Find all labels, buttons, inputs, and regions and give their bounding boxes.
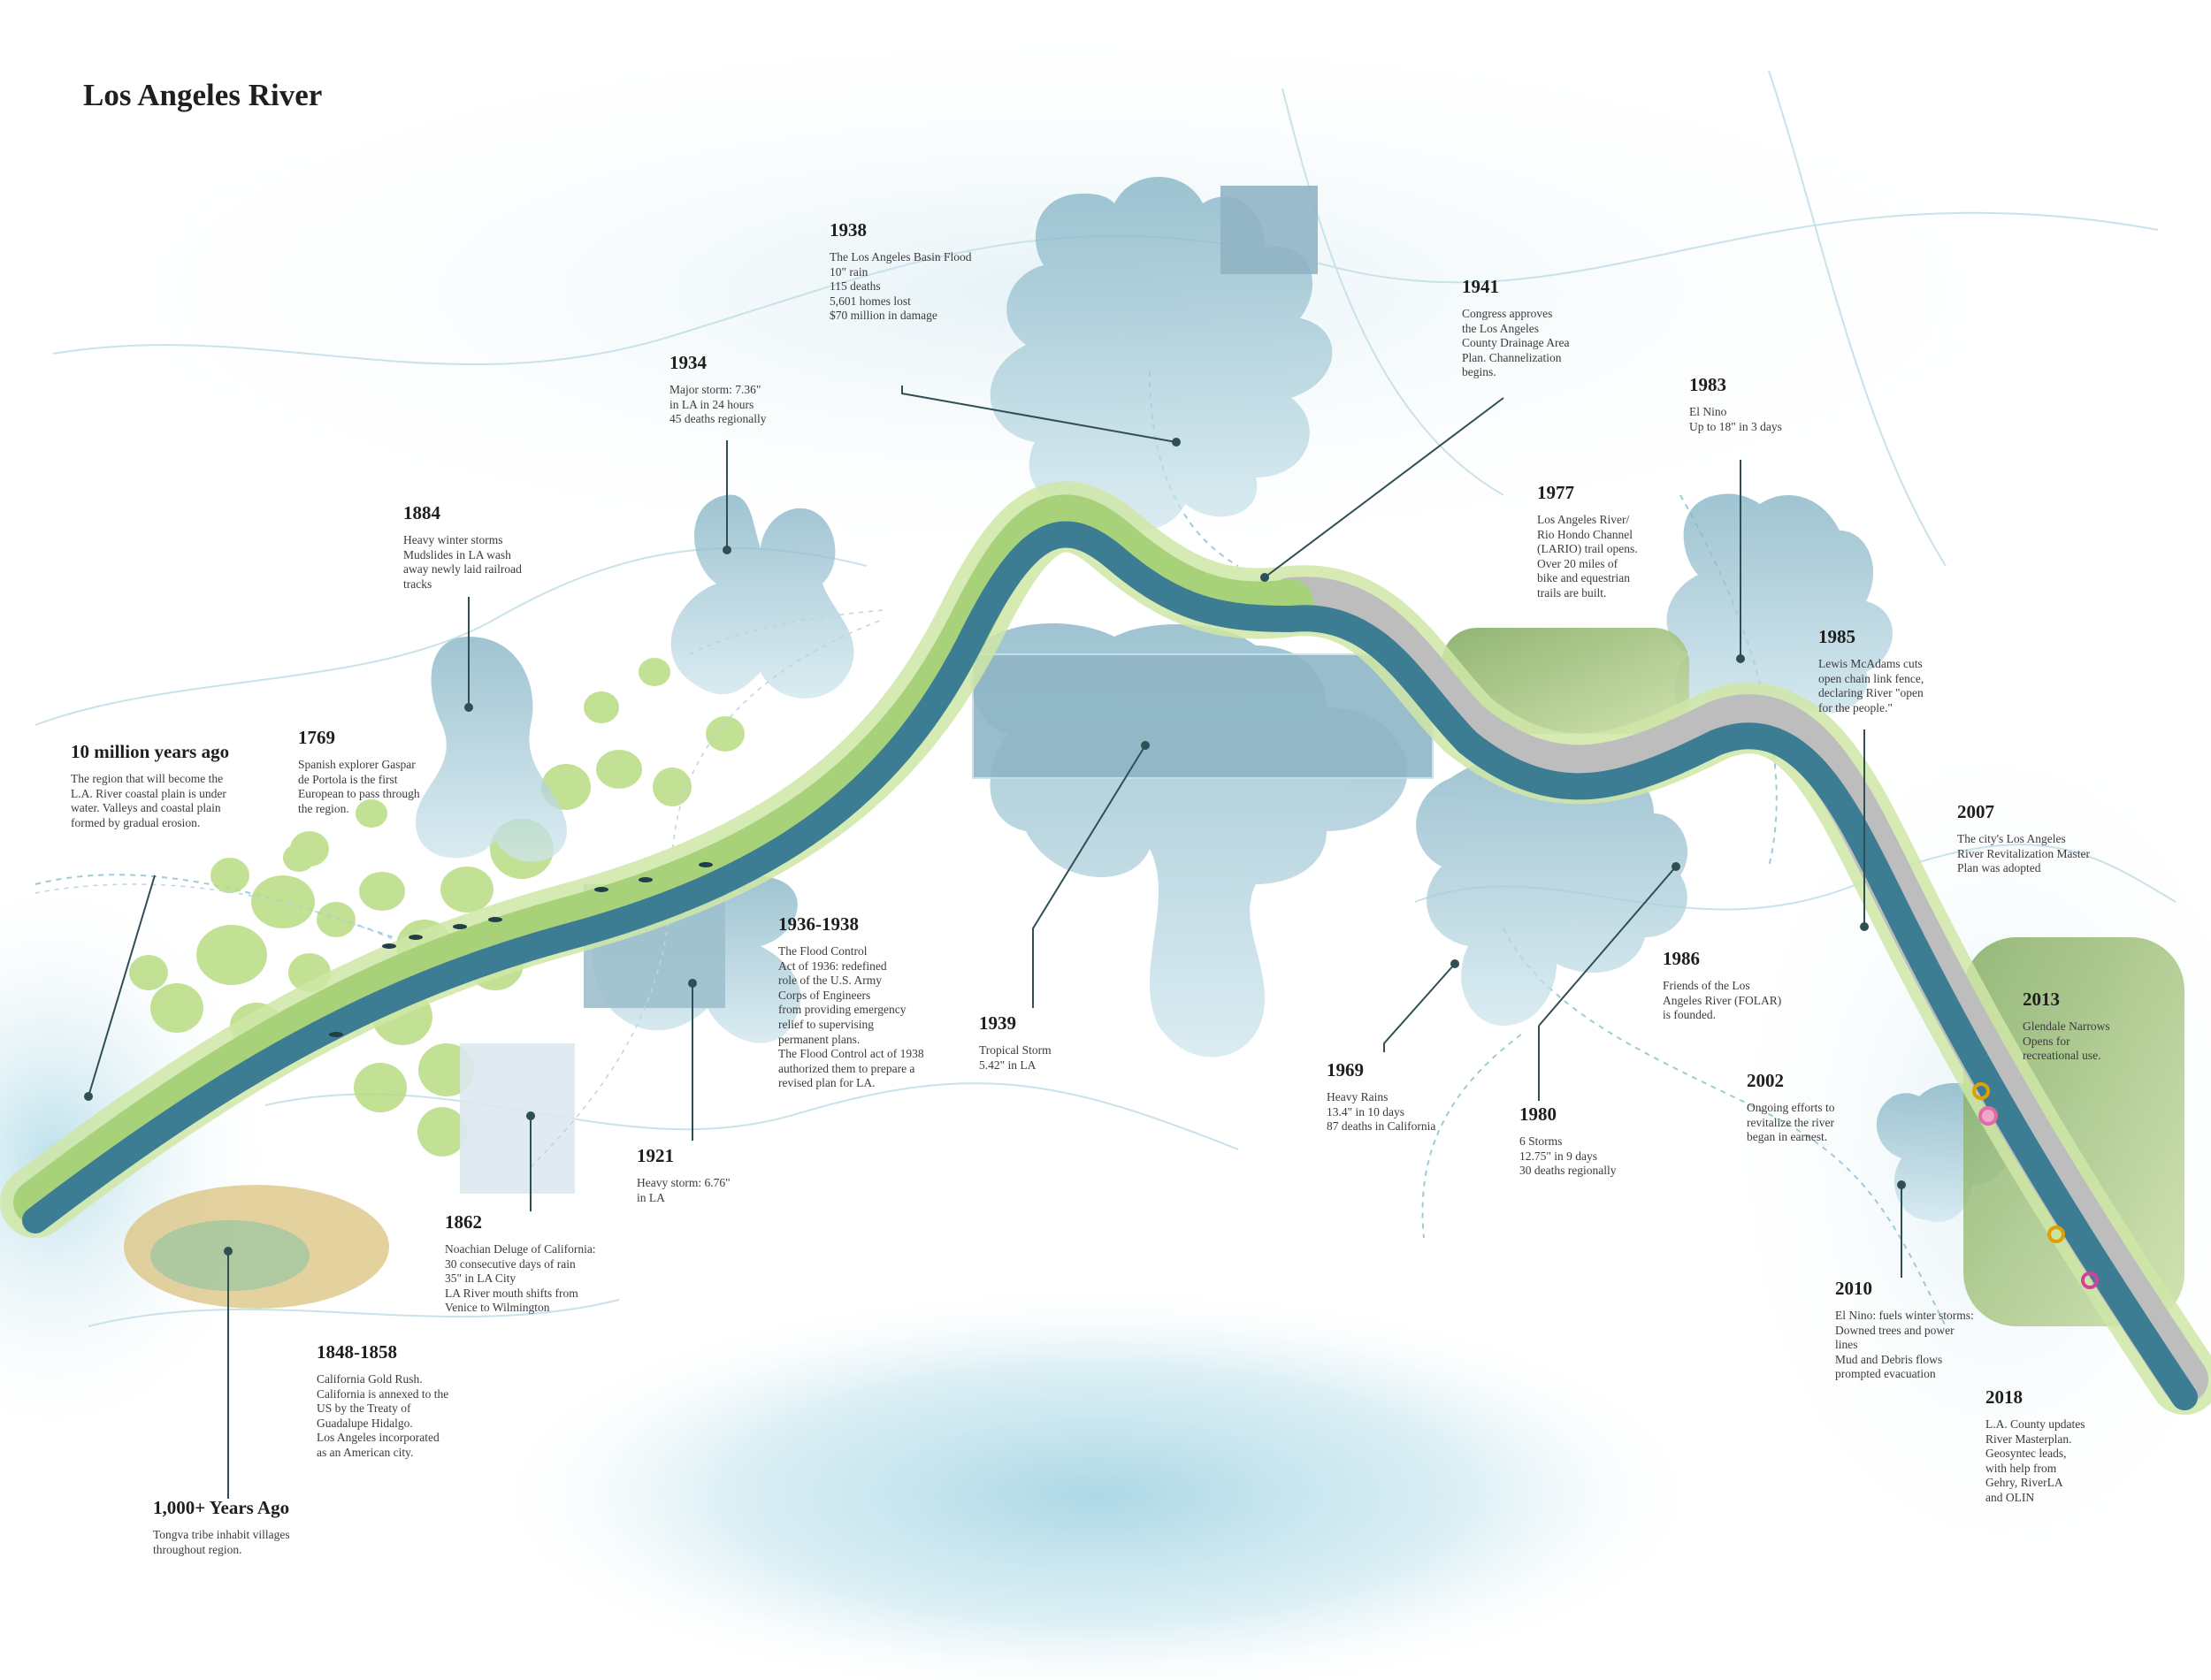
event-year: 10 million years ago [71,741,230,762]
event-year: 1977 [1537,482,1574,503]
recreation-markers [1972,1082,2099,1289]
event-description: El Nino Up to 18" in 3 days [1689,405,1782,433]
event-year: 1985 [1818,626,1855,647]
event-description: El Nino: fuels winter storms: Downed tre… [1835,1309,1974,1381]
vegetation-photo-panels [124,628,2184,1326]
timeline-event: 2013 Glendale Narrows Opens for recreati… [2023,989,2110,1064]
timeline-event: 1936-1938 The Flood Control Act of 1936:… [778,913,924,1091]
event-year: 2018 [1985,1386,2023,1408]
event-description: Lewis McAdams cuts open chain link fence… [1818,657,1924,714]
timeline-event: 1983 El Nino Up to 18" in 3 days [1689,374,1782,434]
event-year: 2007 [1957,801,1994,822]
timeline-event: 10 million years ago The region that wil… [71,741,229,830]
timeline-event: 1977 Los Angeles River/ Rio Hondo Channe… [1537,482,1638,601]
timeline-event: 1969 Heavy Rains 13.4" in 10 days 87 dea… [1327,1059,1435,1134]
river-channel [22,521,2198,1410]
event-year: 2010 [1835,1278,1872,1299]
timeline-event: 1934 Major storm: 7.36" in LA in 24 hour… [669,352,766,427]
event-year: 1934 [669,352,707,373]
timeline-event: 1921 Heavy storm: 6.76" in LA [637,1145,731,1205]
timeline-event: 2002 Ongoing efforts to revitalize the r… [1747,1070,1835,1145]
timeline-event: 1938 The Los Angeles Basin Flood 10" rai… [830,219,972,324]
event-year: 1848-1858 [317,1341,397,1363]
event-description: Heavy Rains 13.4" in 10 days 87 deaths i… [1327,1090,1436,1134]
event-year: 1862 [445,1211,482,1233]
page-title: Los Angeles River [83,78,323,112]
event-description: L.A. County updates River Masterplan. Ge… [1985,1417,2085,1504]
timeline-event: 1,000+ Years Ago Tongva tribe inhabit vi… [153,1497,290,1557]
timeline-event: 2018 L.A. County updates River Masterpla… [1985,1386,2085,1506]
timeline-event: 1941 Congress approves the Los Angeles C… [1462,276,1569,380]
event-year: 1983 [1689,374,1726,395]
event-description: Friends of the Los Angeles River (FOLAR)… [1663,979,1782,1022]
event-year: 1884 [403,502,440,523]
wildlife-marks [329,862,713,1037]
leader-lines [88,386,1902,1499]
event-description: Spanish explorer Gaspar de Portola is th… [298,758,420,815]
event-year: 1980 [1519,1103,1557,1125]
historic-photo-panels [584,186,1434,1008]
event-description: Congress approves the Los Angeles County… [1462,307,1570,379]
event-year: 1939 [979,1012,1016,1034]
event-year: 1769 [298,727,335,748]
event-description: Major storm: 7.36" in LA in 24 hours 45 … [669,383,767,426]
event-year: 1,000+ Years Ago [153,1497,290,1518]
event-description: Los Angeles River/ Rio Hondo Channel (LA… [1537,513,1638,599]
event-description: Ongoing efforts to revitalize the river … [1747,1101,1835,1144]
event-description: Glendale Narrows Opens for recreational … [2023,1019,2110,1063]
timeline-event: 1980 6 Storms 12.75" in 9 days 30 deaths… [1519,1103,1616,1179]
leader-dots [84,438,1906,1256]
event-year: 1941 [1462,276,1499,297]
event-description: 6 Storms 12.75" in 9 days 30 deaths regi… [1519,1134,1617,1178]
timeline-event: 1848-1858 California Gold Rush. Californ… [317,1341,448,1461]
event-description: California Gold Rush. California is anne… [317,1372,449,1459]
event-description: Noachian Deluge of California: 30 consec… [445,1242,596,1315]
event-description: The Flood Control Act of 1936: redefined… [778,944,924,1090]
event-year: 2002 [1747,1070,1784,1091]
timeline-event: 1769 Spanish explorer Gaspar de Portola … [298,727,420,816]
event-description: Heavy storm: 6.76" in LA [637,1176,731,1204]
timeline-event: 1884 Heavy winter storms Mudslides in LA… [403,502,522,592]
timeline-event: 1985 Lewis McAdams cuts open chain link … [1818,626,1924,715]
event-year: 1936-1938 [778,913,859,935]
event-description: Heavy winter storms Mudslides in LA wash… [403,533,522,591]
event-year: 2013 [2023,989,2060,1010]
timeline-event: 2007 The city's Los Angeles River Revita… [1957,801,2090,876]
event-description: The Los Angeles Basin Flood 10" rain 115… [830,250,972,323]
event-description: Tongva tribe inhabit villages throughout… [153,1528,290,1556]
event-year: 1986 [1663,948,1700,969]
timeline-event: 1986 Friends of the Los Angeles River (F… [1663,948,1781,1023]
event-year: 1969 [1327,1059,1364,1081]
event-description: The region that will become the L.A. Riv… [71,772,226,829]
timeline-event: 2010 El Nino: fuels winter storms: Downe… [1835,1278,1974,1382]
event-year: 1921 [637,1145,674,1166]
map-wash [478,1282,1716,1680]
event-year: 1938 [830,219,867,241]
event-description: The city's Los Angeles River Revitalizat… [1957,832,2090,875]
event-description: Tropical Storm 5.42" in LA [979,1043,1052,1072]
timeline-event: 1862 Noachian Deluge of California: 30 c… [445,1211,596,1316]
timeline-event: 1939 Tropical Storm 5.42" in LA [979,1012,1052,1073]
